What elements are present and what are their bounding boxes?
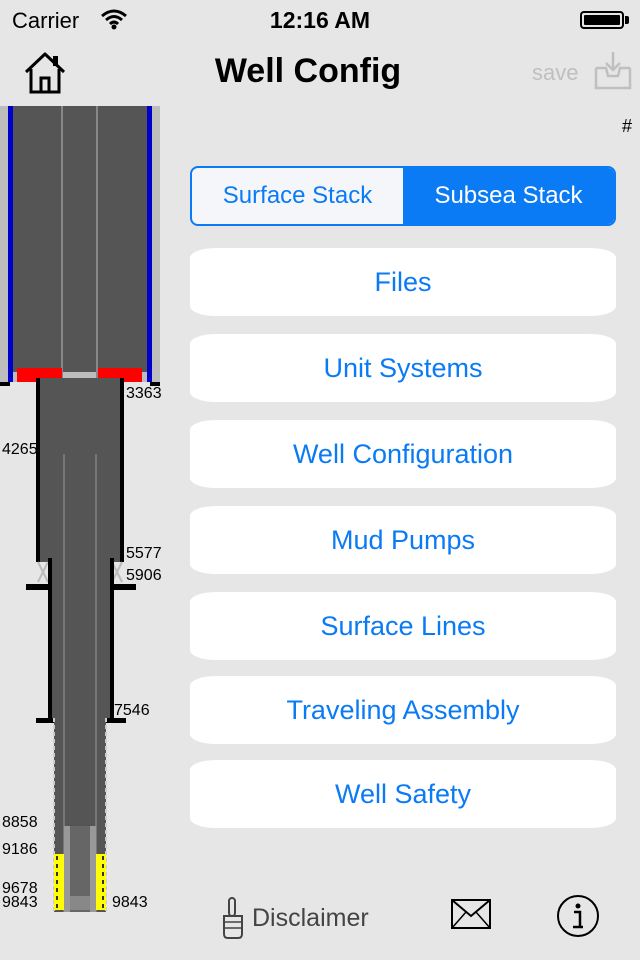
carrier-label: Carrier [12,8,80,33]
traveling-assembly-button[interactable]: Traveling Assembly [190,676,616,744]
depth-label: 5906 [126,567,162,584]
depth-label: 9843 [112,894,148,911]
depth-label: 7546 [114,702,150,719]
surface-lines-button[interactable]: Surface Lines [190,592,616,660]
files-button[interactable]: Files [190,248,616,316]
hash-mark: # [622,116,633,136]
mud-pumps-button[interactable]: Mud Pumps [190,506,616,574]
save-button[interactable]: save [532,60,579,85]
save-tray-icon[interactable] [592,50,634,92]
info-icon[interactable] [556,894,600,938]
depth-label: 8858 [2,814,38,831]
wifi-icon [101,9,127,30]
page-title: Well Config [214,52,402,90]
status-time: 12:16 AM [269,7,371,33]
depth-label: 9678 [2,880,38,897]
disclaimer-button[interactable]: Disclaimer [220,894,369,942]
disclaimer-label: Disclaimer [252,903,369,932]
depth-label: 9843 [2,894,38,911]
well-schematic[interactable]: 3363 4265 5577 5906 7546 8858 9186 9678 … [0,106,180,916]
status-bar: Carrier 12:16 AM [0,0,640,40]
home-icon[interactable] [22,50,68,96]
segment-subsea-stack[interactable]: Subsea Stack [403,168,614,224]
well-diagram-graphic [0,106,160,912]
envelope-icon[interactable] [450,898,492,930]
battery-icon [580,11,624,29]
segment-surface-stack[interactable]: Surface Stack [222,182,373,209]
depth-label: 5577 [126,545,162,562]
nav-bar: Well Config save [0,40,640,104]
well-configuration-button[interactable]: Well Configuration [190,420,616,488]
depth-label: 3363 [126,385,162,402]
stack-segmented-control: Surface Stack Subsea Stack [190,166,616,226]
well-safety-button[interactable]: Well Safety [190,760,616,828]
hand-pointer-icon [223,897,243,939]
depth-label: 4265 [2,441,38,458]
battery-tip [625,16,629,24]
unit-systems-button[interactable]: Unit Systems [190,334,616,402]
depth-label: 9186 [2,841,38,858]
